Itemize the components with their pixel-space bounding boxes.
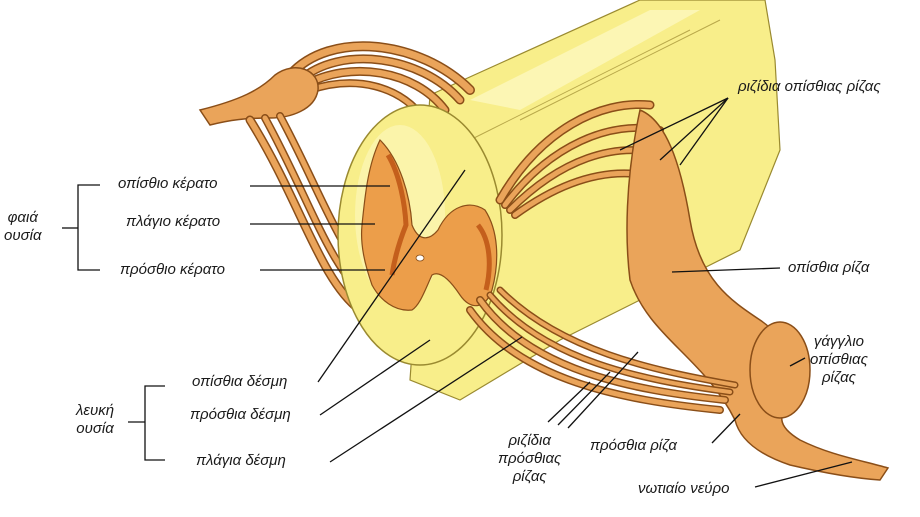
leader-anterior-column <box>319 339 431 416</box>
right-posterior-root <box>626 108 890 481</box>
label-lateral-column: πλάγια δέσμη <box>196 452 286 469</box>
dorsal-root-ganglion <box>749 321 811 419</box>
leader-posterior-column <box>317 169 466 383</box>
gray-matter-dark-band-2 <box>475 223 492 291</box>
label-lateral-horn: πλάγιο κέρατο <box>126 213 221 230</box>
leader-anterior-rootlets-1 <box>547 381 591 423</box>
left-posterior-root <box>198 67 319 126</box>
right-anterior-rootlets <box>466 286 739 414</box>
label-root-ganglion: γάγγλιο οπίσθιας ρίζας <box>810 333 868 386</box>
cord-cylinder-edge-line <box>469 29 691 141</box>
spinal-cord-cylinder <box>409 0 781 401</box>
leader-lines <box>62 97 853 488</box>
cord-cylinder-edge-line-2 <box>519 19 721 121</box>
cord-cylinder-highlight <box>470 10 700 110</box>
gray-matter-bracket <box>77 184 100 271</box>
leader-posterior-rootlets-2 <box>659 97 729 161</box>
label-anterior-rootlets: ριζίδια πρόσθιας ρίζας <box>498 432 562 485</box>
central-canal <box>415 254 425 262</box>
label-anterior-column: πρόσθια δέσμη <box>190 406 291 423</box>
leader-anterior-root <box>711 413 741 444</box>
leader-anterior-rootlets-2 <box>557 371 611 426</box>
label-posterior-horn: οπίσθιο κέρατο <box>118 175 218 192</box>
gray-matter-dark-band <box>385 153 409 276</box>
leader-posterior-rootlets-1 <box>619 97 729 151</box>
leader-spinal-nerve <box>754 461 853 488</box>
leader-anterior-rootlets-3 <box>567 351 639 429</box>
label-white-matter: λευκή ουσία <box>76 402 115 437</box>
label-anterior-horn: πρόσθιο κέρατο <box>120 261 225 278</box>
label-posterior-column: οπίσθια δέσμη <box>192 373 288 390</box>
leader-lateral-column <box>329 336 523 463</box>
label-spinal-nerve: νωτιαίο νεύρο <box>638 480 730 497</box>
label-posterior-root: οπίσθια ρίζα <box>788 259 870 276</box>
label-anterior-root: πρόσθια ρίζα <box>590 437 677 454</box>
leader-posterior-root <box>671 267 781 273</box>
white-matter-bracket <box>144 385 165 461</box>
label-posterior-rootlets: ριζίδια οπίσθιας ρίζας <box>738 78 881 95</box>
leader-root-ganglion <box>789 357 806 367</box>
label-gray-matter: φαιά ουσία <box>4 209 42 244</box>
leader-posterior-rootlets-3 <box>679 97 729 166</box>
